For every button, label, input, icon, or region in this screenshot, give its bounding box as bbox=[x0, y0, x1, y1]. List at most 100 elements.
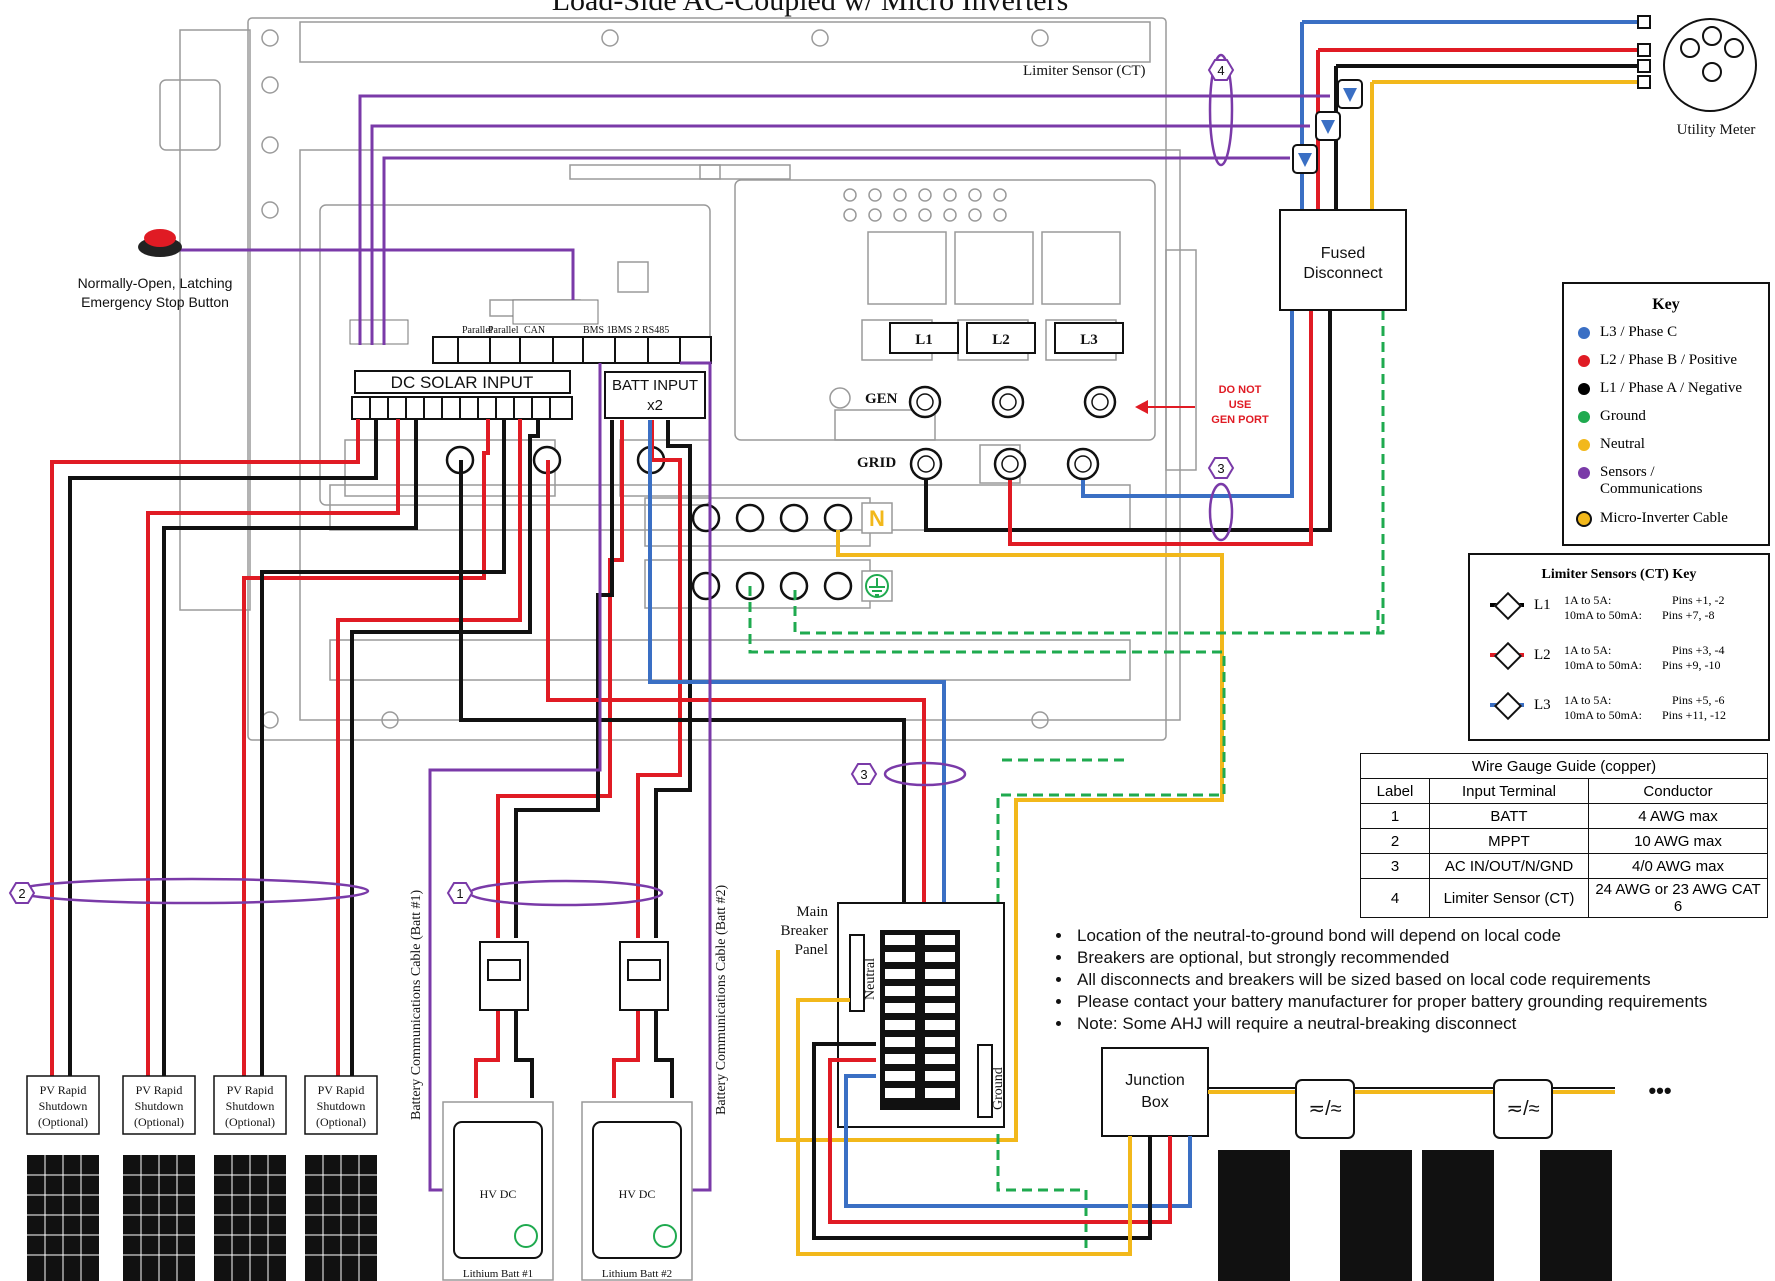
do-not-use-arrow bbox=[1135, 400, 1195, 414]
key-item: L2 / Phase B / Positive bbox=[1578, 352, 1737, 369]
gauge-marker-3b: 3 bbox=[850, 761, 967, 787]
comm-port-label: BMS 1 bbox=[583, 325, 612, 336]
note-item: Breakers are optional, but strongly reco… bbox=[1073, 947, 1707, 969]
gauge-marker-4: 4 bbox=[1207, 53, 1235, 167]
do-not-use-line2: USE bbox=[1229, 399, 1252, 411]
svg-text:(Optional): (Optional) bbox=[316, 1115, 366, 1129]
chassis-ground-icon bbox=[514, 1224, 538, 1248]
utility-meter-label: Utility Meter bbox=[1677, 122, 1756, 138]
neutral-bar-panel-label: Neutral bbox=[863, 958, 878, 1000]
dc-breaker-1 bbox=[479, 941, 529, 1011]
emergency-stop-icon bbox=[138, 229, 182, 257]
ct-key-panel: Limiter Sensors (CT) Key L1 1A to 5A: Pi… bbox=[1468, 553, 1770, 741]
micro-inverters: ≂/≈ ≂/≈ bbox=[1218, 1079, 1612, 1281]
notes-list: Location of the neutral-to-ground bond w… bbox=[1045, 925, 1707, 1035]
ct-row-label: L1 bbox=[1534, 597, 1551, 613]
ct-key-row: L1 1A to 5A: Pins +1, -2 10mA to 50mA: P… bbox=[1488, 591, 1758, 629]
svg-text:PV Rapid: PV Rapid bbox=[227, 1083, 274, 1097]
micro-inverter-trunk bbox=[1208, 1087, 1615, 1094]
ground-bar-icon bbox=[865, 574, 889, 598]
estop-label-line1: Normally-Open, Latching bbox=[78, 275, 233, 291]
gauge-marker-2: 2 bbox=[8, 877, 370, 905]
l1-color-dot bbox=[1578, 383, 1590, 395]
main-breaker-label-1: Main bbox=[796, 904, 828, 920]
ground-color-dot bbox=[1578, 411, 1590, 423]
svg-text:≂/≈: ≂/≈ bbox=[1308, 1098, 1341, 1120]
note-item: Location of the neutral-to-ground bond w… bbox=[1073, 925, 1707, 947]
gen-label: GEN bbox=[865, 391, 898, 407]
comm-port-label: Parallel bbox=[462, 325, 493, 336]
key-item: L3 / Phase C bbox=[1578, 324, 1677, 341]
svg-text:PV Rapid: PV Rapid bbox=[136, 1083, 183, 1097]
dc-breaker-2 bbox=[619, 941, 669, 1011]
batt-comm-cable-1-label: Battery Communications Cable (Batt #1) bbox=[409, 889, 424, 1120]
ct-row-label: L3 bbox=[1534, 697, 1551, 713]
svg-text:PV Rapid: PV Rapid bbox=[40, 1083, 87, 1097]
comm-port-label: Parallel bbox=[488, 325, 519, 336]
l2-color-dot bbox=[1578, 355, 1590, 367]
comm-port-block bbox=[432, 336, 712, 364]
note-item: All disconnects and breakers will be siz… bbox=[1073, 969, 1707, 991]
neutral-bar-label: N bbox=[869, 506, 885, 531]
comm-port-label: BMS 2 bbox=[611, 325, 640, 336]
key-item: Neutral bbox=[1578, 436, 1645, 453]
wire-gauge-title: Wire Gauge Guide (copper) bbox=[1360, 753, 1768, 779]
sensor-color-dot bbox=[1578, 467, 1590, 479]
junction-box-line1: Junction bbox=[1125, 1072, 1185, 1089]
note-item: Note: Some AHJ will require a neutral-br… bbox=[1073, 1013, 1707, 1035]
battery-1: HV DC Lithium Batt #1 bbox=[442, 1101, 554, 1281]
svg-text:3: 3 bbox=[1217, 461, 1224, 476]
svg-text:(Optional): (Optional) bbox=[134, 1115, 184, 1129]
gauge-marker-3a: 3 bbox=[1207, 457, 1235, 542]
ct-sensors bbox=[1292, 79, 1363, 174]
more-inverters-ellipsis: ••• bbox=[1648, 1078, 1671, 1103]
svg-text:Shutdown: Shutdown bbox=[135, 1099, 184, 1113]
l1-label: L1 bbox=[915, 332, 933, 348]
diagram-title: Load-Side AC-Coupled w/ Micro Inverters bbox=[552, 0, 1069, 17]
comm-port-label: CAN bbox=[524, 325, 545, 336]
comm-port-label: RS485 bbox=[642, 325, 669, 336]
pv-strings bbox=[26, 1075, 378, 1281]
lithium-batt-2-label: Lithium Batt #2 bbox=[602, 1268, 672, 1280]
chassis-ground-icon bbox=[653, 1224, 677, 1248]
svg-text:2: 2 bbox=[18, 886, 25, 901]
panel-labels: Main Breaker Panel Neutral Ground bbox=[781, 904, 1006, 1110]
table-header: Conductor bbox=[1588, 778, 1768, 804]
ct-key-row: L3 1A to 5A: Pins +5, -6 10mA to 50mA: P… bbox=[1488, 691, 1758, 729]
battery-2: HV DC Lithium Batt #2 bbox=[581, 1101, 693, 1281]
main-breaker-label-2: Breaker bbox=[781, 923, 828, 939]
batt-input-label: BATT INPUT bbox=[612, 377, 698, 394]
limiter-sensor-label: Limiter Sensor (CT) bbox=[1023, 63, 1145, 79]
key-title: Key bbox=[1652, 296, 1680, 313]
utility-meter bbox=[1637, 15, 1757, 112]
gauge-marker-1: 1 bbox=[446, 879, 664, 907]
svg-text:(Optional): (Optional) bbox=[38, 1115, 88, 1129]
svg-text:Shutdown: Shutdown bbox=[226, 1099, 275, 1113]
table-header: Input Terminal bbox=[1429, 778, 1589, 804]
batt-input-block: BATT INPUT x2 bbox=[604, 371, 706, 419]
junction-box bbox=[1101, 1047, 1209, 1137]
lithium-batt-1-label: Lithium Batt #1 bbox=[463, 1268, 533, 1280]
panel-to-junction-wires bbox=[796, 998, 1192, 1256]
do-not-use-line3: GEN PORT bbox=[1211, 414, 1269, 426]
grid-label: GRID bbox=[857, 455, 896, 471]
main-breaker-panel bbox=[837, 902, 1005, 1128]
junction-box-line2: Box bbox=[1141, 1094, 1169, 1111]
batt-input-count: x2 bbox=[647, 397, 663, 414]
dc-solar-input-block: DC SOLAR INPUT bbox=[351, 370, 573, 420]
ground-bar-panel-label: Ground bbox=[991, 1067, 1006, 1110]
neutral-color-dot bbox=[1578, 439, 1590, 451]
key-item: Sensors / Communications bbox=[1578, 464, 1748, 498]
note-item: Please contact your battery manufacturer… bbox=[1073, 991, 1707, 1013]
ac-feeder-wires bbox=[459, 20, 1640, 1142]
svg-text:4: 4 bbox=[1217, 63, 1224, 78]
estop-label-line2: Emergency Stop Button bbox=[81, 294, 229, 310]
main-breaker-label-3: Panel bbox=[795, 942, 828, 958]
do-not-use-line1: DO NOT bbox=[1219, 384, 1262, 396]
